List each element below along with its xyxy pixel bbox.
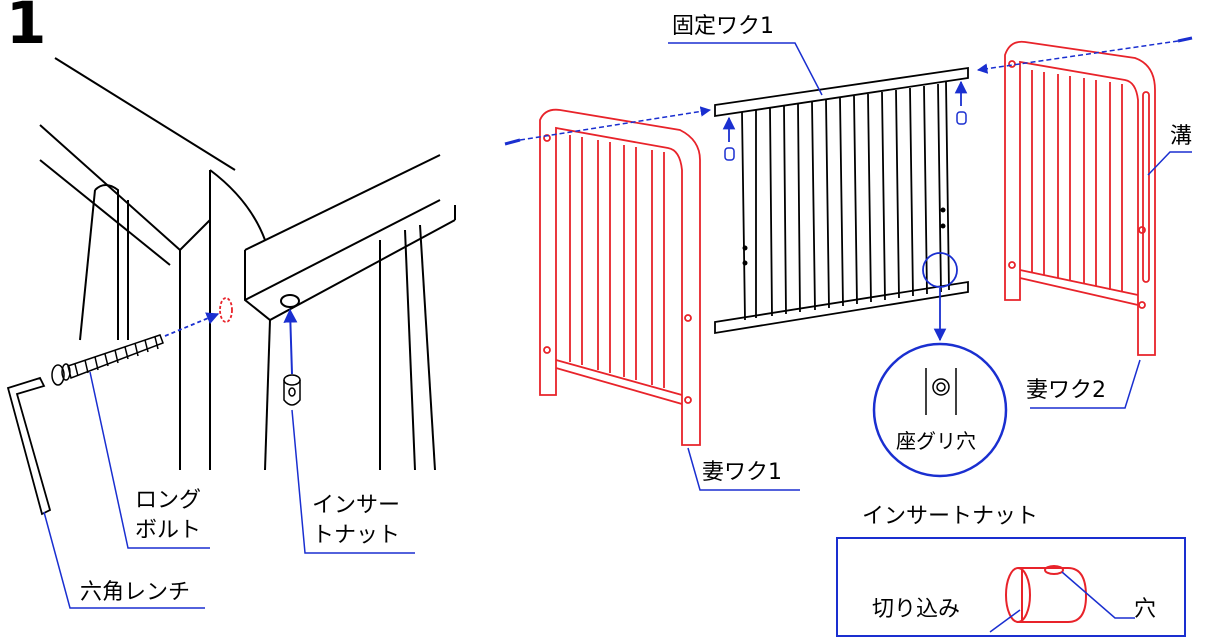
insert-nut-detail-icon (1005, 565, 1088, 623)
corner-detail (39, 57, 456, 471)
insert-nut-label-2: トナット (312, 523, 401, 548)
insert-nut-icon (283, 374, 301, 406)
long-bolt-label-1: ロング (135, 488, 202, 513)
notch-label: 切り込み (872, 597, 961, 622)
long-bolt-label-2: ボルト (135, 518, 202, 543)
end-frame-1 (539, 108, 701, 446)
insert-nut-label-1: インサー (312, 493, 401, 518)
fixed-frame-1 (714, 66, 969, 335)
hole-label: 穴 (1134, 597, 1157, 622)
groove-label: 溝 (1170, 124, 1193, 149)
counterbore-magnifier (872, 342, 1008, 478)
counterbore-icon (925, 368, 957, 415)
end-frame-2-label: 妻ワク2 (1026, 378, 1106, 403)
hex-wrench-label: 六角レンチ (80, 580, 191, 605)
insert-nut-small-icon (724, 111, 967, 161)
fixed-frame-label: 固定ワク1 (672, 14, 774, 39)
hex-wrench-icon (6, 376, 52, 516)
step-number: 1 (6, 0, 47, 57)
long-bolt-icon (51, 334, 164, 386)
insert-nut-detail-box (836, 537, 1186, 637)
counterbore-label: 座グリ穴 (896, 429, 976, 453)
end-frame-1-label: 妻ワク1 (702, 460, 782, 485)
hidden-hole-red (219, 297, 233, 323)
end-frame-2 (1004, 40, 1156, 356)
insert-nut-title: インサートナット (862, 504, 1039, 529)
